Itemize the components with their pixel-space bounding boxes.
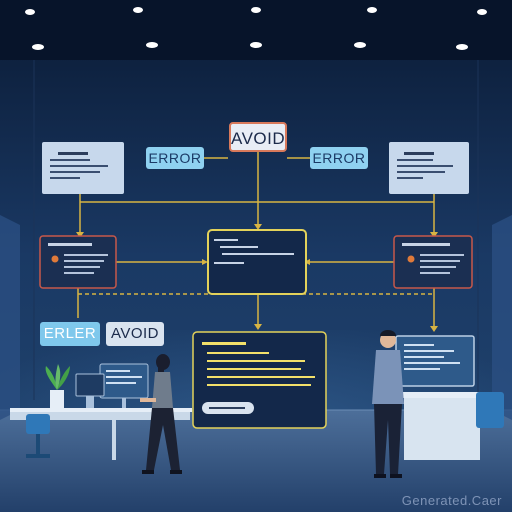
watermark: Generated.Caer xyxy=(401,493,502,508)
avoid-badge-top: AVOID xyxy=(229,122,287,152)
task-panel xyxy=(192,331,327,429)
errer-badge: ERLER xyxy=(40,322,100,346)
status-panel-left xyxy=(39,235,117,289)
right-workstation xyxy=(395,335,504,460)
left-workstation xyxy=(10,363,192,460)
ceiling-lights xyxy=(25,7,487,50)
status-panel-right xyxy=(393,235,473,289)
info-card-right xyxy=(389,142,469,194)
person-woman xyxy=(140,354,182,474)
code-panel-center xyxy=(207,229,307,295)
info-card-left xyxy=(42,142,124,194)
person-man xyxy=(372,330,404,478)
avoid-badge-lower: AVOID xyxy=(106,322,164,346)
error-badge-left: ERROR xyxy=(146,147,204,169)
error-badge-right: ERROR xyxy=(310,147,368,169)
